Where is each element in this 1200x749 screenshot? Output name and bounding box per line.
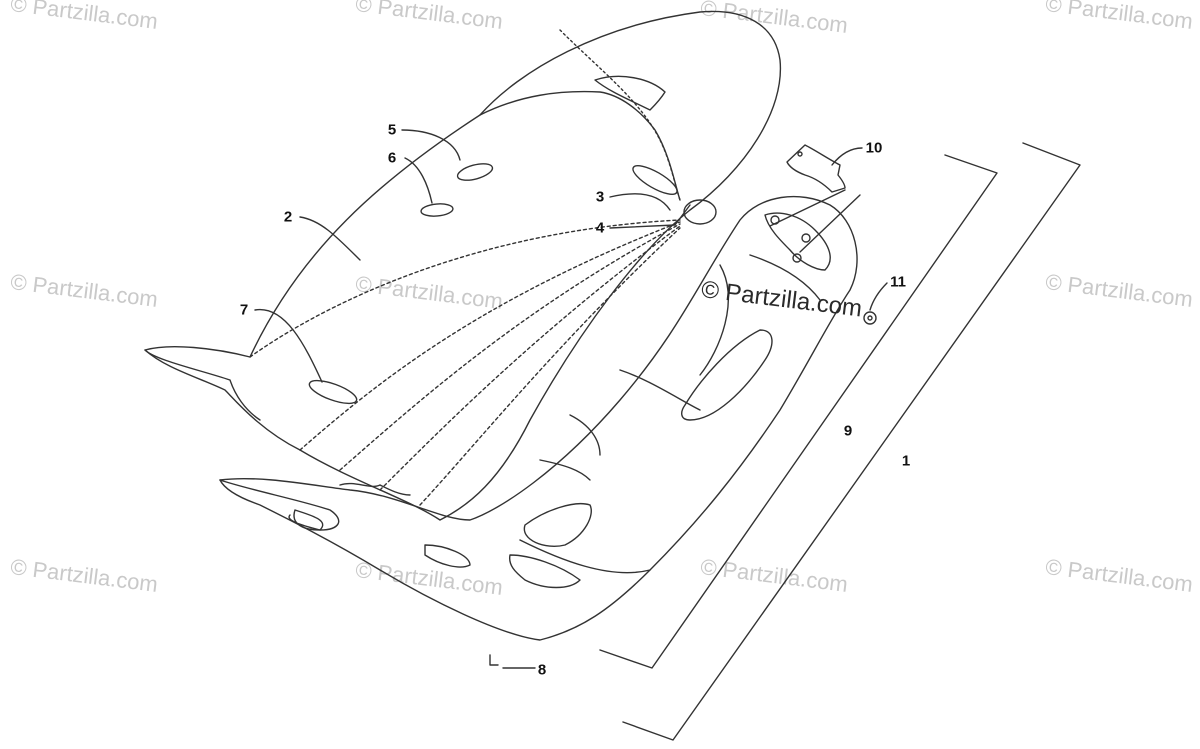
callout-1: 1 (901, 452, 911, 470)
patch-5 (456, 163, 494, 181)
seat-front-wrap (144, 349, 261, 421)
seat-seam-4 (379, 225, 681, 491)
seat-seam-3 (339, 223, 681, 471)
base-rib-1 (749, 254, 821, 301)
leader-2 (299, 216, 361, 261)
leader-3 (609, 193, 671, 211)
base-cutout-3 (424, 544, 471, 568)
mount-bolt-2 (801, 233, 811, 243)
mount-bolt-3 (792, 253, 802, 263)
seat-side-flap (293, 509, 324, 531)
base-cutout-4 (508, 554, 581, 589)
mount-cluster (764, 212, 831, 271)
bracket-9 (599, 154, 998, 669)
bracket-hole (797, 151, 803, 157)
callout-4: 4 (595, 219, 605, 237)
seat-seam-5 (419, 227, 681, 506)
leader-10 (831, 147, 863, 166)
base-channel-2 (569, 414, 601, 456)
leader-11 (869, 282, 888, 311)
leader-7 (254, 309, 323, 383)
callout-6: 6 (387, 149, 397, 167)
nut-11 (863, 311, 877, 325)
logo-mark (339, 482, 411, 496)
seat-base-flange (219, 479, 340, 531)
seat-seam-2 (299, 221, 681, 451)
patch-6 (420, 203, 454, 217)
bracket-10 (786, 144, 846, 193)
base-rib-2 (699, 264, 729, 376)
seat-base-rim (519, 539, 651, 574)
seat-seam-1 (249, 219, 681, 358)
bracket-1 (622, 142, 1081, 741)
callout-5: 5 (387, 121, 397, 139)
fastener-8 (489, 654, 499, 666)
nut-11-inner (867, 315, 873, 321)
leader-5 (401, 129, 461, 161)
base-channel-1 (619, 369, 701, 411)
leader-6 (404, 157, 433, 204)
base-channel-3 (539, 459, 591, 481)
callout-11: 11 (890, 273, 906, 291)
seat-cap-panel (594, 75, 666, 111)
leader-10b (769, 189, 846, 227)
seat-cap-seam (559, 29, 681, 201)
leader-4 (609, 204, 691, 229)
seat-top-cap (479, 90, 681, 201)
callout-7: 7 (239, 301, 249, 319)
patch-3 (632, 165, 678, 195)
leader-10c (799, 194, 861, 253)
callout-3: 3 (595, 188, 605, 206)
patch-4 (683, 199, 717, 225)
seat-cover-outline (144, 10, 782, 521)
seat-base-outline (219, 195, 858, 641)
callout-2: 2 (283, 208, 293, 226)
patch-7 (308, 379, 358, 405)
base-cutout-2 (523, 503, 592, 547)
callout-10: 10 (865, 139, 883, 157)
callout-9: 9 (843, 422, 853, 440)
callout-8: 8 (537, 661, 547, 679)
base-cutout-1 (681, 329, 773, 421)
